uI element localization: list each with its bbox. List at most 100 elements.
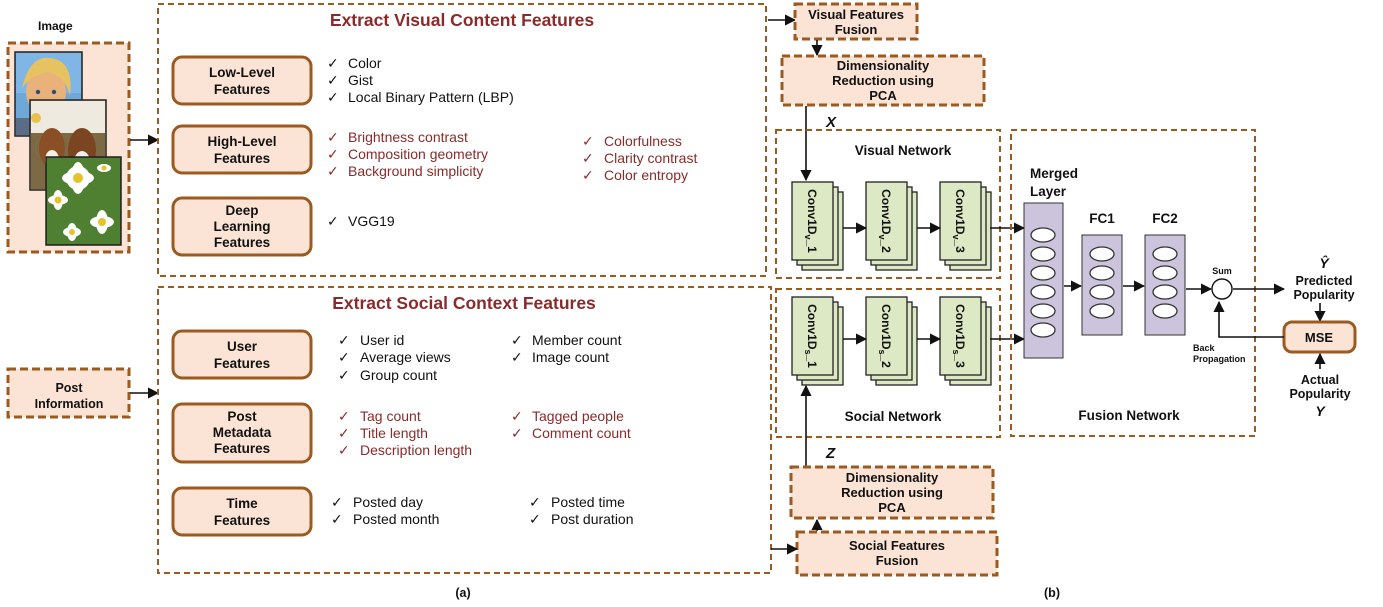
feature-item: Average views [360, 349, 451, 365]
svg-text:✓: ✓ [338, 408, 350, 424]
feature-item: Description length [360, 442, 472, 458]
mse-label: MSE [1305, 330, 1334, 345]
svg-text:✓: ✓ [582, 133, 594, 149]
time-features-box [171, 486, 313, 537]
conv1d-block: Conv1Dv_1 [791, 181, 844, 271]
feature-item: User id [360, 332, 404, 348]
conv1d-label: Conv1Dv_3 [951, 189, 967, 253]
feature-item: Posted time [551, 494, 625, 510]
svg-text:✓: ✓ [331, 494, 343, 510]
svg-text:✓: ✓ [529, 494, 541, 510]
svg-text:✓: ✓ [327, 146, 339, 162]
feature-item: Local Binary Pattern (LBP) [348, 89, 514, 105]
svg-text:✓: ✓ [338, 349, 350, 365]
high-level-box [171, 124, 313, 175]
conv1d-label: Conv1Ds_3 [951, 304, 967, 368]
conv1d-block: Conv1Dv_2 [865, 181, 918, 271]
x-symbol: X [825, 114, 837, 131]
svg-text:✓: ✓ [582, 150, 594, 166]
fc1-label: FC1 [1089, 211, 1115, 226]
conv1d-label: Conv1Ds_2 [877, 304, 893, 368]
fusion-network-title: Fusion Network [1078, 408, 1180, 423]
svg-text:✓: ✓ [582, 167, 594, 183]
post-metadata-box [171, 402, 313, 464]
y-hat-symbol: Ŷ [1319, 254, 1330, 271]
feature-item: Color [348, 55, 382, 71]
social-network-box [775, 288, 1001, 438]
feature-item: Gist [348, 72, 373, 88]
fc1-neurons [1089, 246, 1115, 319]
feature-item: Colorfulness [604, 133, 682, 149]
high-level-items: ✓ Brightness contrast ✓ Composition geomet… [327, 129, 697, 183]
conv1d-block: Conv1Ds_1 [791, 296, 844, 386]
svg-text:✓: ✓ [338, 367, 350, 383]
svg-text:✓: ✓ [511, 425, 523, 441]
photo-daisies [45, 156, 122, 246]
user-features-box [171, 329, 313, 380]
caption-a: (a) [455, 586, 470, 600]
feature-item: Brightness contrast [348, 129, 468, 145]
feature-item: Post duration [551, 511, 634, 527]
feature-item: Tag count [360, 408, 421, 424]
feature-item: Posted month [353, 511, 439, 527]
visual-network-box [775, 129, 1001, 279]
svg-text:✓: ✓ [338, 332, 350, 348]
merged-layer-neurons [1030, 227, 1056, 338]
svg-text:✓: ✓ [327, 213, 339, 229]
svg-text:✓: ✓ [327, 89, 339, 105]
back-propagation-line [1213, 300, 1284, 338]
fusion-network-box [1010, 129, 1256, 437]
social-pca-box [789, 465, 995, 520]
svg-text:✓: ✓ [338, 442, 350, 458]
sum-label: Sum [1212, 266, 1232, 276]
feature-item: VGG19 [348, 213, 395, 229]
deep-learning-box [171, 196, 313, 257]
svg-text:✓: ✓ [338, 425, 350, 441]
svg-text:✓: ✓ [327, 72, 339, 88]
post-information-box [6, 367, 131, 419]
conv1d-label: Conv1Dv_2 [877, 189, 893, 253]
low-level-box [171, 55, 313, 106]
visual-section-title: Extract Visual Content Features [330, 10, 594, 30]
feature-item: Clarity contrast [604, 150, 697, 166]
image-label: Image [38, 19, 73, 33]
svg-text:✓: ✓ [331, 511, 343, 527]
conv1d-label: Conv1Ds_1 [803, 304, 819, 368]
svg-text:✓: ✓ [529, 511, 541, 527]
feature-item: Composition geometry [348, 146, 488, 162]
conv1d-block: Conv1Dv_3 [939, 181, 992, 271]
feature-item: Member count [532, 332, 622, 348]
feature-item: Image count [532, 349, 609, 365]
fc2-label: FC2 [1152, 211, 1178, 226]
fc2-neurons [1152, 246, 1178, 319]
social-section-title: Extract Social Context Features [332, 293, 596, 313]
time-items: ✓ Posted day ✓ Posted month ✓ Posted time ✓… [331, 494, 634, 527]
feature-item: Tagged people [532, 408, 624, 424]
low-level-items: ✓Color ✓Gist ✓Local Binary Pattern (LBP) [327, 55, 514, 105]
visual-fusion-box [793, 2, 919, 41]
feature-item: Background simplicity [348, 163, 483, 179]
feature-item: Posted day [353, 494, 423, 510]
social-context-section [157, 286, 772, 574]
svg-text:✓: ✓ [511, 408, 523, 424]
feature-item: Color entropy [604, 167, 688, 183]
conv1d-block: Conv1Ds_3 [939, 296, 992, 386]
user-items: ✓ User id ✓ Average views ✓ Group count ✓ Me… [338, 332, 622, 383]
feature-item: Group count [360, 367, 437, 383]
feature-item: Title length [360, 425, 428, 441]
svg-text:✓: ✓ [511, 349, 523, 365]
